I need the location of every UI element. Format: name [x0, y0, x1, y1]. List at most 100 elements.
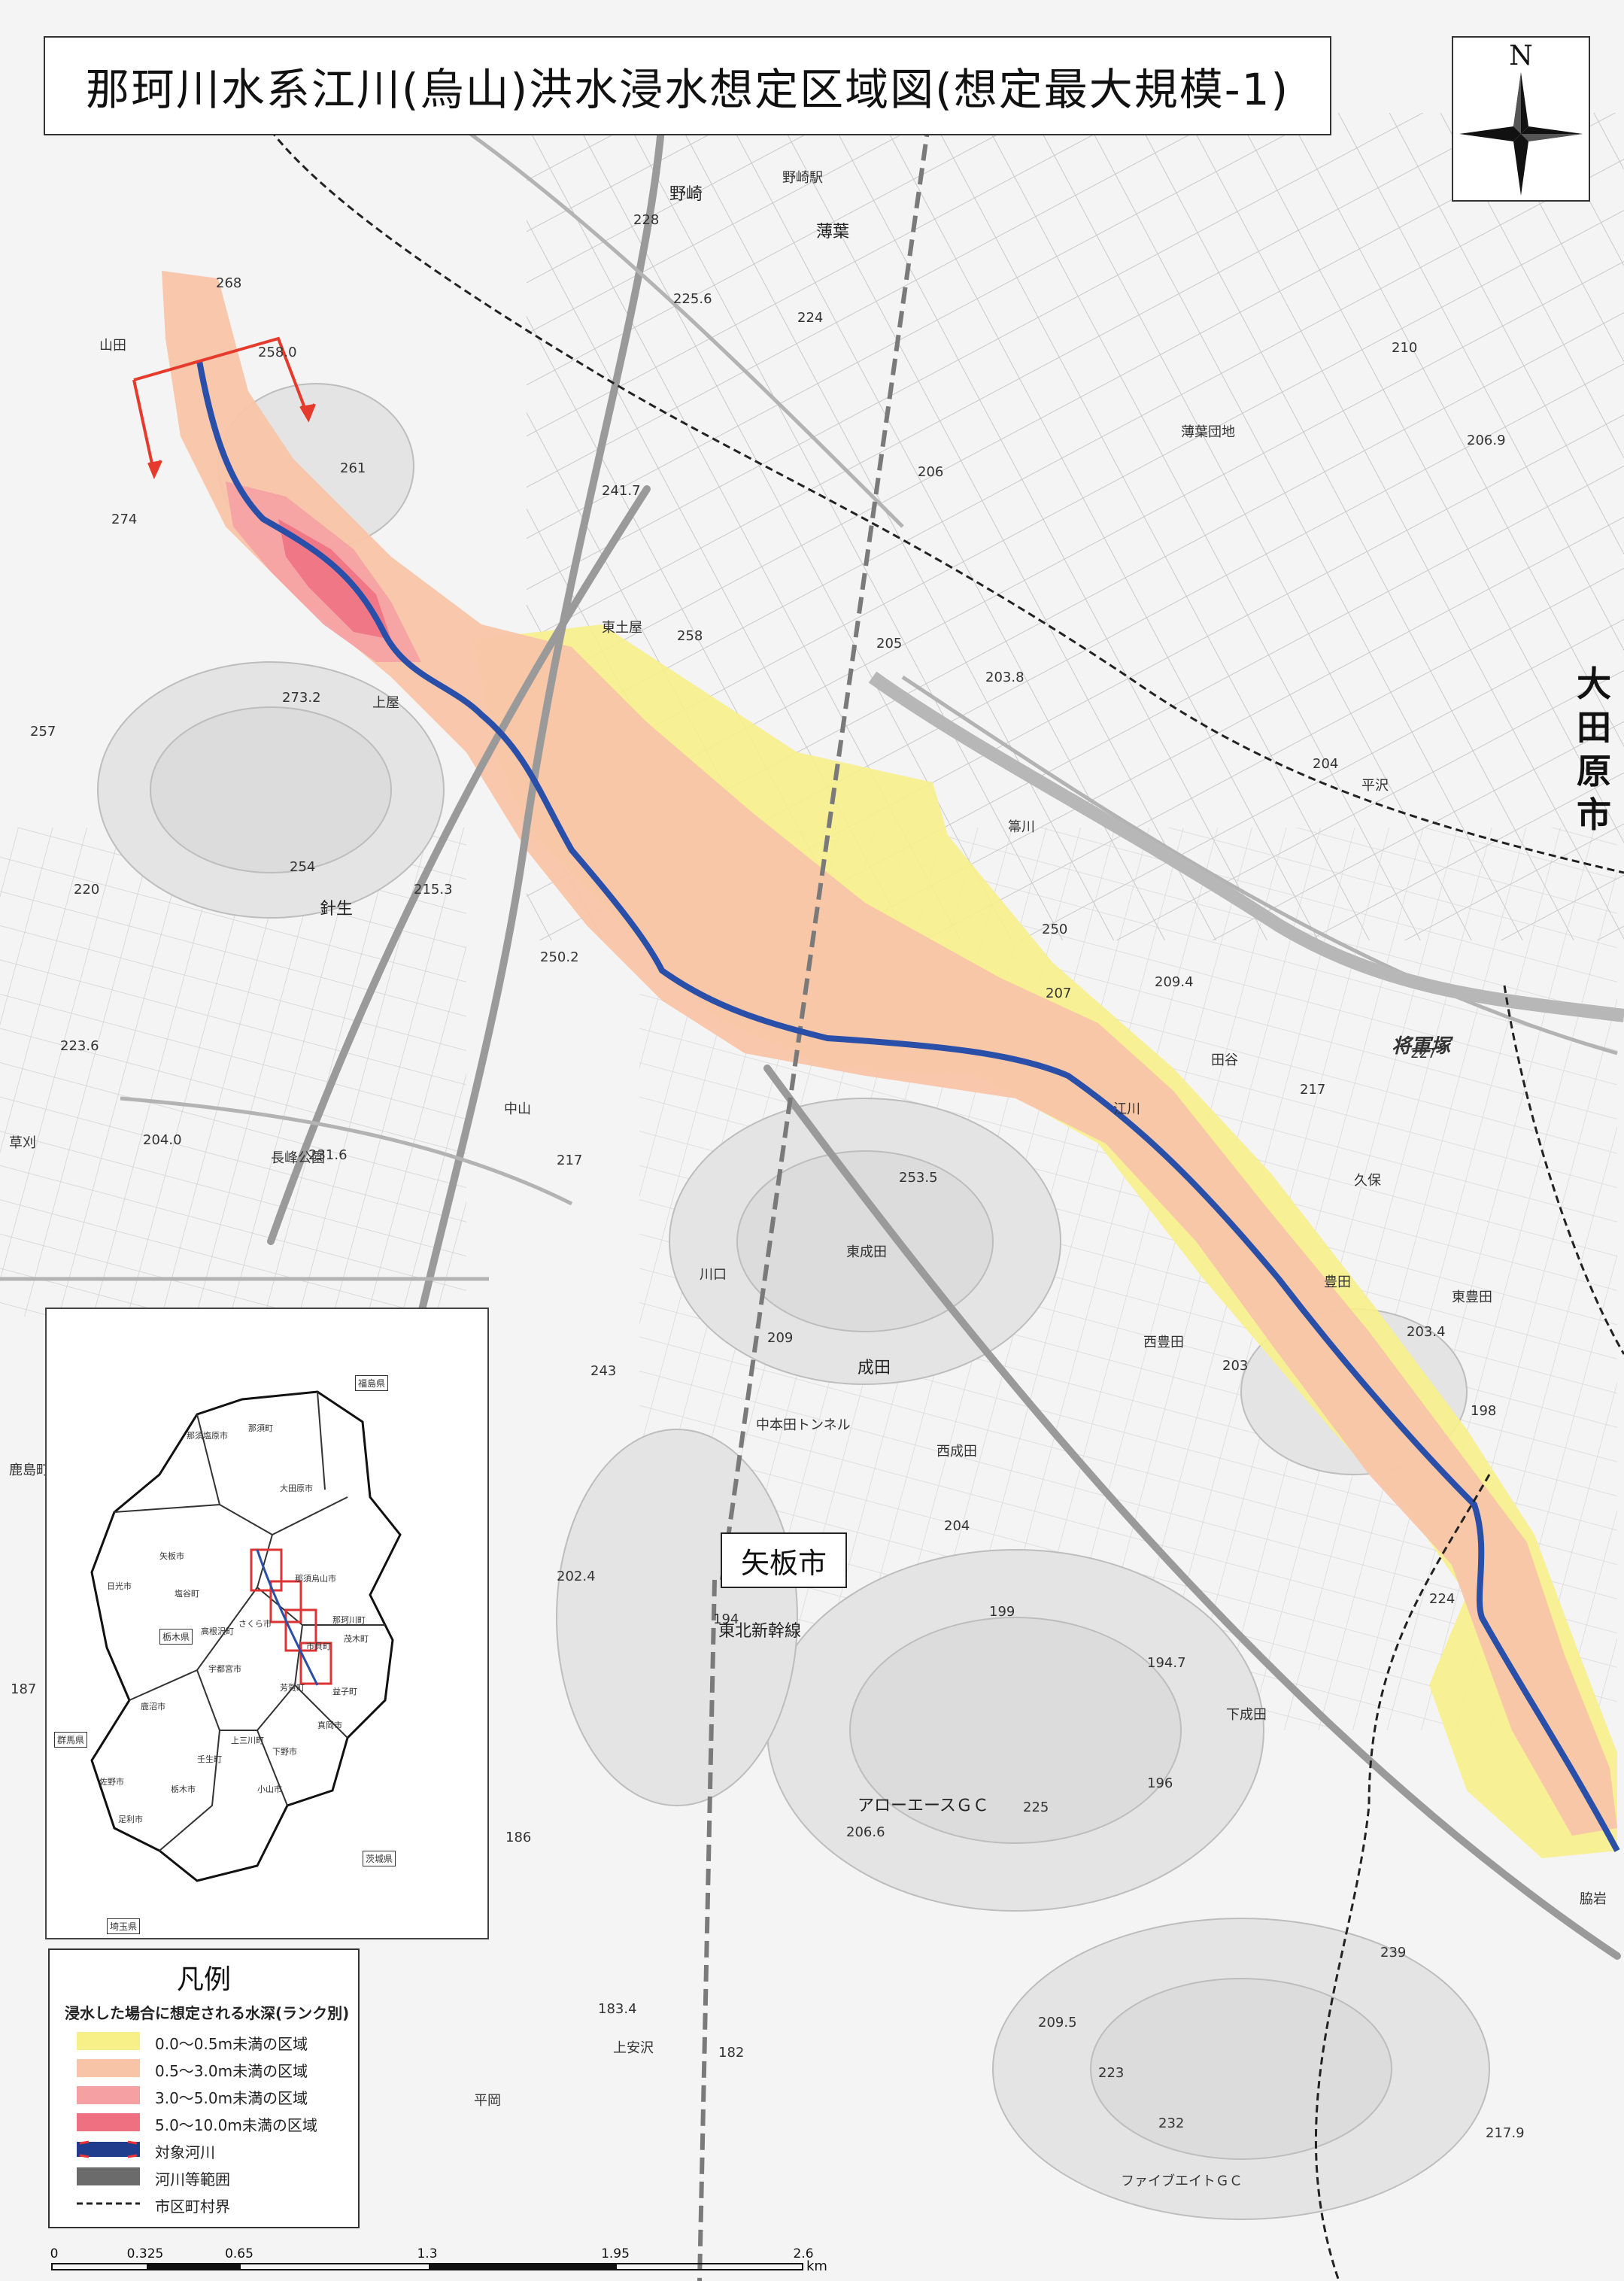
inset-municipality-label: 茂木町 [344, 1634, 369, 1644]
place-five-a-gc: ファイブエイトＧＣ [1121, 2173, 1243, 2189]
inset-municipality-label: 矢板市 [159, 1551, 184, 1561]
minor-roads [0, 118, 1618, 1281]
elevation-label: 203.4 [1407, 1324, 1446, 1340]
inset-municipality-label: 小山市 [257, 1784, 282, 1794]
inset-municipality-label: 栃木市 [171, 1784, 196, 1794]
inset-municipality-label: 宇都宮市 [208, 1664, 241, 1674]
scale-tick-label: 2.6 [793, 2246, 814, 2261]
inset-municipality-label: 市貝町 [306, 1642, 331, 1651]
hill-shading [97, 383, 1490, 2220]
place-kami-yasuzawa: 上安沢 [613, 2040, 654, 2056]
elevation-label: 207 [1046, 986, 1072, 1001]
boundary-line-icon [77, 2202, 140, 2205]
elevation-label: 241.7 [602, 483, 641, 499]
elevation-label: 196 [1147, 1775, 1173, 1791]
legend-title: 凡例 [176, 1964, 231, 1995]
scale-tick-label: 1.3 [417, 2246, 438, 2261]
elevation-label: 253.5 [899, 1170, 938, 1186]
elevation-label: 206 [918, 464, 944, 480]
inset-municipality-label: 那須塩原市 [187, 1431, 228, 1441]
depth-label: 0.5～3.0m未満の区域 [155, 2062, 308, 2080]
inset-municipality-label: 佐野市 [99, 1777, 124, 1787]
elevation-label: 186 [505, 1830, 532, 1845]
place-nishi-narita: 西成田 [936, 1444, 977, 1459]
neighbor-city-char: 大 [1577, 664, 1611, 704]
inset-pref-saitama: 埼玉県 [107, 1918, 141, 1934]
place-kamiya: 上屋 [372, 695, 399, 711]
elevation-label: 258 [677, 628, 703, 644]
scale-segment [147, 2264, 241, 2269]
neighbor-city-char: 市 [1577, 794, 1611, 835]
inset-pref-ibaraki: 茨城県 [363, 1851, 396, 1866]
elevation-label: 209 [767, 1330, 794, 1346]
place-nozaki-station: 野崎駅 [782, 170, 823, 186]
elevation-label: 198 [1471, 1403, 1497, 1419]
elevation-label: 210 [1392, 340, 1418, 356]
inset-municipality-label: 那須町 [248, 1423, 273, 1433]
place-hiraoka: 平岡 [474, 2093, 501, 2109]
inset-municipality-label: 鹿沼市 [141, 1702, 165, 1712]
elevation-label: 268 [216, 275, 242, 291]
north-label: N [1509, 41, 1533, 71]
city-label-text: 矢板市 [740, 1546, 827, 1580]
flood-zone-medium [162, 271, 1617, 1836]
inset-municipality-label: 壬生町 [197, 1754, 222, 1764]
north-arrow: N [1452, 36, 1590, 202]
elevation-label: 202.4 [557, 1569, 596, 1584]
elevation-label: 225 [1023, 1800, 1049, 1815]
elevation-label: 217.9 [1486, 2125, 1525, 2141]
elevation-label: 203 [1222, 1358, 1249, 1374]
elevation-label: 250.2 [540, 949, 579, 965]
neighbor-city-char: 田 [1577, 707, 1611, 748]
place-nozaki: 野崎 [669, 185, 703, 204]
elevation-label: 223 [1098, 2065, 1125, 2081]
legend-subtitle: 浸水した場合に想定される水深(ランク別) [65, 2004, 350, 2022]
place-kashima: 鹿島町 [9, 1462, 50, 1478]
map-title-box: 那珂川水系江川(烏山)洪水浸水想定区域図(想定最大規模-1) [44, 36, 1331, 135]
tributary-river [868, 671, 1624, 1022]
inset-municipality-label: さくら市 [238, 1619, 272, 1629]
inset-municipality-label: 大田原市 [280, 1484, 313, 1493]
place-narita: 成田 [858, 1359, 891, 1377]
inset-municipality-label: 下野市 [272, 1747, 297, 1757]
scale-tick-label: 0 [50, 2246, 59, 2261]
city-label: 矢板市 [721, 1532, 847, 1588]
elevation-label: 274 [111, 512, 138, 527]
elevation-label: 217 [1300, 1082, 1326, 1098]
legend-row-depth: 0.0～0.5m未満の区域 [50, 2027, 358, 2055]
elevation-label: 204 [944, 1518, 970, 1534]
place-tanitani: 田谷 [1211, 1052, 1238, 1068]
legend-row-depth: 5.0～10.0m未満の区域 [50, 2109, 358, 2136]
elevation-label: 225.6 [673, 291, 712, 307]
depth-label: 5.0～10.0m未満の区域 [155, 2116, 317, 2134]
elevation-label: 187 [11, 1681, 37, 1697]
elevation-label: 206.6 [846, 1824, 885, 1840]
elevation-label: 194 [713, 1611, 739, 1627]
legend-river-area-label: 河川等範囲 [155, 2170, 230, 2188]
place-nishi-toyota: 西豊田 [1143, 1335, 1184, 1350]
elevation-label: 223.6 [60, 1038, 99, 1054]
map-title: 那珂川水系江川(烏山)洪水浸水想定区域図(想定最大規模-1) [85, 64, 1290, 115]
section-arrows [132, 336, 316, 480]
legend: 凡例 浸水した場合に想定される水深(ランク別) 0.0～0.5m未満の区域 0.5… [48, 1948, 360, 2228]
place-tunnel: 中本田トンネル [756, 1417, 851, 1433]
elevation-label: 217 [557, 1153, 583, 1168]
place-higashi-narita: 東成田 [846, 1244, 887, 1260]
scale-tick-label: 1.95 [601, 2246, 630, 2261]
elevation-label: 183.4 [598, 2001, 637, 2017]
place-ekawa: 江川 [1113, 1101, 1140, 1117]
place-kawaguchi: 川口 [700, 1267, 727, 1283]
flood-zone-very-deep [278, 519, 391, 639]
inset-map-svg [90, 1390, 402, 1882]
river-symbol-icon [77, 2140, 140, 2158]
elevation-label: 199 [989, 1604, 1015, 1620]
place-higashi-toyota: 東豊田 [1452, 1289, 1492, 1305]
scale-unit: km [806, 2258, 827, 2274]
scale-segment [429, 2264, 617, 2269]
elevation-label: 204 [1313, 756, 1339, 772]
legend-row-depth: 0.5～3.0m未満の区域 [50, 2055, 358, 2082]
railways [697, 120, 931, 2281]
inset-municipality-label: 日光市 [107, 1581, 132, 1591]
